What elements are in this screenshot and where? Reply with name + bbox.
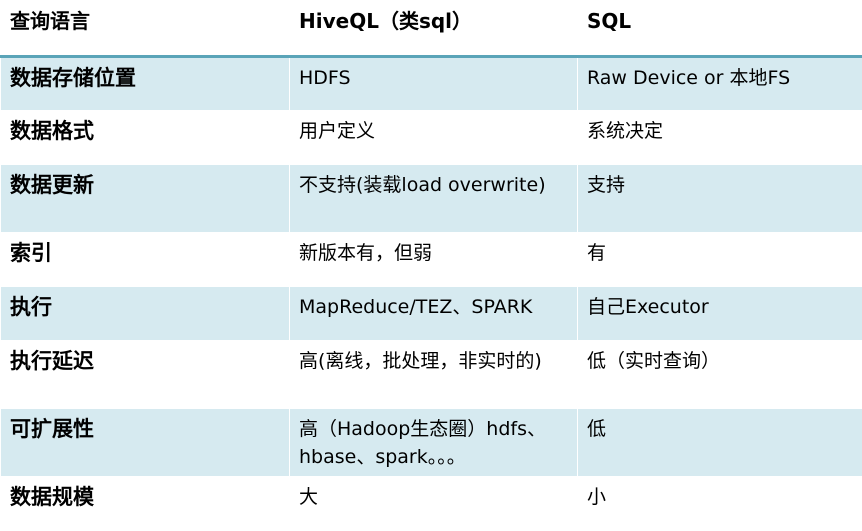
table-row: 数据存储位置 HDFS Raw Device or 本地FS — [1, 57, 862, 111]
sql-cell: 支持 — [578, 165, 862, 233]
hiveql-cell: MapReduce/TEZ、SPARK — [290, 287, 578, 341]
hiveql-cell: HDFS — [290, 57, 578, 111]
row-label: 数据规模 — [1, 477, 290, 531]
hiveql-cell: 用户定义 — [290, 111, 578, 165]
sql-cell: 自己Executor — [578, 287, 862, 341]
sql-cell: 低 — [578, 409, 862, 477]
hiveql-cell: 新版本有，但弱 — [290, 233, 578, 287]
hiveql-cell: 高（Hadoop生态圈）hdfs、hbase、spark。。。 — [290, 409, 578, 477]
table-row: 数据格式 用户定义 系统决定 — [1, 111, 862, 165]
sql-cell: 低（实时查询） — [578, 341, 862, 409]
hiveql-cell: 不支持(装载load overwrite) — [290, 165, 578, 233]
header-cell-hiveql: HiveQL（类sql） — [290, 1, 578, 57]
table-row: 可扩展性 高（Hadoop生态圈）hdfs、hbase、spark。。。 低 — [1, 409, 862, 477]
table-row: 数据规模 大 小 — [1, 477, 862, 531]
table-row: 执行延迟 高(离线，批处理，非实时的) 低（实时查询） — [1, 341, 862, 409]
row-label: 执行延迟 — [1, 341, 290, 409]
header-cell-sql: SQL — [578, 1, 862, 57]
row-label: 数据格式 — [1, 111, 290, 165]
hiveql-cell: 大 — [290, 477, 578, 531]
header-cell-query-language: 查询语言 — [1, 1, 290, 57]
table-row: 索引 新版本有，但弱 有 — [1, 233, 862, 287]
row-label: 可扩展性 — [1, 409, 290, 477]
sql-cell: 小 — [578, 477, 862, 531]
sql-cell: Raw Device or 本地FS — [578, 57, 862, 111]
sql-cell: 有 — [578, 233, 862, 287]
row-label: 数据存储位置 — [1, 57, 290, 111]
row-label: 数据更新 — [1, 165, 290, 233]
sql-cell: 系统决定 — [578, 111, 862, 165]
row-label: 执行 — [1, 287, 290, 341]
hiveql-cell: 高(离线，批处理，非实时的) — [290, 341, 578, 409]
table-row: 数据更新 不支持(装载load overwrite) 支持 — [1, 165, 862, 233]
table-row: 执行 MapReduce/TEZ、SPARK 自己Executor — [1, 287, 862, 341]
row-label: 索引 — [1, 233, 290, 287]
table-header-row: 查询语言 HiveQL（类sql） SQL — [1, 1, 862, 57]
